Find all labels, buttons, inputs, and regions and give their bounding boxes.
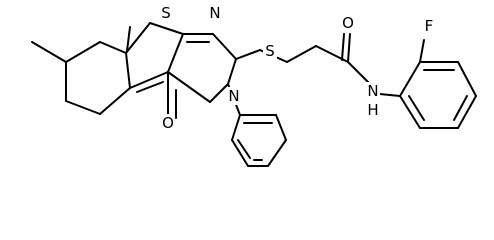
bond	[341, 33, 345, 61]
atom-labels: S N S O N H N O	[159, 4, 436, 132]
atom-h-amide: H	[367, 101, 380, 119]
svg-text:H: H	[367, 101, 378, 119]
atom-f: F	[423, 17, 436, 35]
bond	[167, 71, 211, 103]
svg-text:S: S	[161, 4, 171, 22]
bond	[65, 41, 101, 63]
bond	[231, 114, 241, 141]
bond	[399, 95, 421, 129]
bond	[379, 93, 401, 97]
atom-s-thioether: S	[263, 42, 277, 60]
svg-text:N: N	[228, 87, 239, 105]
bond	[347, 61, 371, 85]
bond	[99, 87, 131, 115]
bond	[457, 95, 477, 129]
bond	[419, 39, 425, 63]
bond	[167, 33, 184, 73]
svg-text:N: N	[209, 4, 220, 22]
atom-n-amide: N	[366, 82, 380, 100]
atom-s-thiophene: S	[159, 4, 173, 22]
bond	[126, 26, 131, 52]
bond	[212, 33, 237, 60]
svg-text:S: S	[265, 42, 275, 60]
bond	[275, 114, 287, 141]
bond-lines	[31, 22, 477, 167]
atom-n-pyrimidine: N	[208, 4, 222, 22]
bond	[286, 45, 317, 63]
bond	[231, 139, 249, 167]
bond	[65, 100, 101, 115]
atom-n-ring: N	[227, 87, 241, 105]
bond	[149, 22, 184, 35]
bond	[227, 58, 237, 85]
bond	[453, 95, 468, 121]
bond	[235, 49, 261, 60]
svg-text:O: O	[162, 114, 174, 132]
bond	[408, 95, 425, 121]
molecule-structure-diagram: S N S O N H N O	[31, 4, 477, 167]
atom-o-amide: O	[341, 14, 355, 32]
bond	[125, 52, 131, 89]
bond	[267, 139, 287, 167]
bond	[125, 22, 151, 54]
bond	[209, 83, 229, 103]
bond	[399, 61, 421, 97]
svg-text:O: O	[342, 14, 354, 32]
bond	[237, 139, 251, 159]
bond	[31, 41, 67, 63]
bond	[99, 41, 127, 54]
bond	[457, 61, 477, 97]
svg-text:F: F	[425, 17, 434, 35]
atom-o-ketone: O	[161, 114, 175, 132]
bond	[129, 71, 169, 89]
bond	[347, 33, 351, 63]
svg-text:N: N	[367, 82, 378, 100]
bond	[136, 81, 164, 93]
